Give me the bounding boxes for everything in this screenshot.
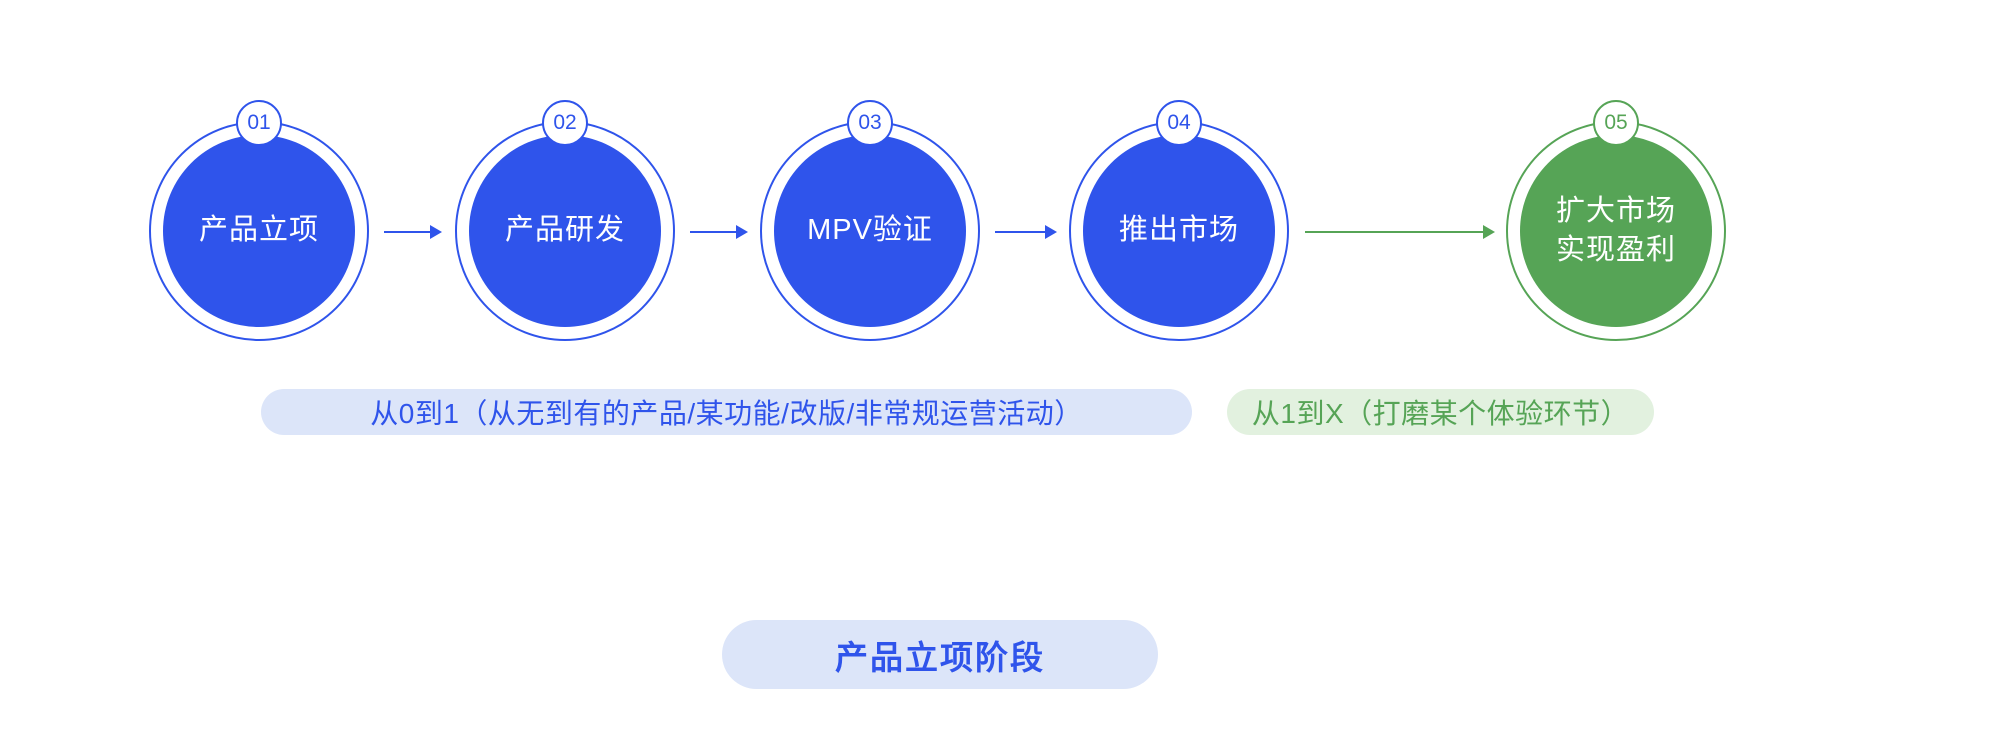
phase-label-1-to-x: 从1到X（打磨某个体验环节） (1227, 389, 1654, 435)
arrow-right-icon (690, 225, 748, 239)
arrow-right-icon (384, 225, 442, 239)
stage-5-number: 05 (1604, 111, 1628, 134)
stage-1-circle: 产品立项 (163, 135, 355, 327)
stage-3-number-badge: 03 (847, 100, 893, 146)
stage-2-circle: 产品研发 (469, 135, 661, 327)
stage-3-label: MPV验证 (807, 214, 933, 247)
phase-label-0-to-1-text: 从0到1（从无到有的产品/某功能/改版/非常规运营活动） (370, 398, 1083, 429)
phase-label-0-to-1: 从0到1（从无到有的产品/某功能/改版/非常规运营活动） (261, 389, 1192, 435)
stage-1-number-badge: 01 (236, 100, 282, 146)
stage-5-circle: 扩大市场 实现盈利 (1520, 135, 1712, 327)
stage-4-circle: 推出市场 (1083, 135, 1275, 327)
stage-2-label: 产品研发 (504, 214, 625, 247)
stage-2-number-badge: 02 (542, 100, 588, 146)
stage-2-product-development: 02 产品研发 (455, 100, 675, 341)
section-title-text: 产品立项阶段 (835, 638, 1045, 676)
stage-2-number: 02 (553, 111, 577, 134)
stage-4-number: 04 (1167, 111, 1191, 134)
stage-1-product-initiation: 01 产品立项 (149, 100, 369, 341)
arrow-right-icon (1305, 225, 1495, 239)
stage-3-number: 03 (858, 111, 882, 134)
stage-1-number: 01 (247, 111, 271, 134)
stage-1-label: 产品立项 (198, 214, 319, 247)
stage-4-number-badge: 04 (1156, 100, 1202, 146)
stage-5-number-badge: 05 (1593, 100, 1639, 146)
stage-3-circle: MPV验证 (774, 135, 966, 327)
phase-label-1-to-x-text: 从1到X（打磨某个体验环节） (1251, 398, 1630, 429)
arrow-right-icon (995, 225, 1057, 239)
stage-5-label: 扩大市场 实现盈利 (1555, 194, 1676, 266)
section-title-product-initiation-stage: 产品立项阶段 (722, 620, 1158, 689)
stage-3-mpv-validation: 03 MPV验证 (760, 100, 980, 341)
stage-5-expand-market-profit: 05 扩大市场 实现盈利 (1506, 100, 1726, 341)
stage-4-label: 推出市场 (1118, 214, 1239, 247)
stage-4-market-launch: 04 推出市场 (1069, 100, 1289, 341)
